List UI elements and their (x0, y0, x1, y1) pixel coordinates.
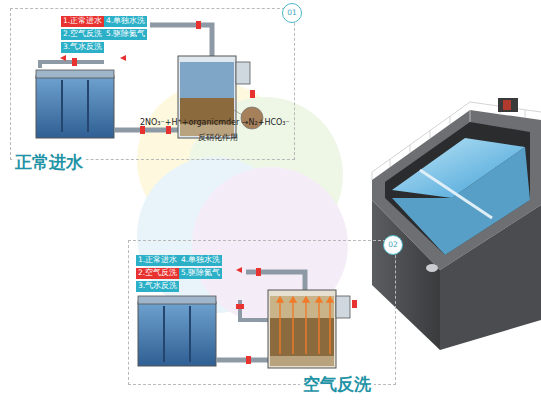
step-tag: 3.气水反洗 (136, 281, 179, 292)
mode-title: 正常进水 (12, 150, 86, 175)
step-label: 5.驱除氮气 (106, 29, 145, 38)
step-tag: 2.空气反洗 (61, 29, 104, 40)
step-label: 2.空气反洗 (63, 29, 102, 38)
panel2-process (138, 267, 357, 368)
step-label: 4.单独水洗 (106, 16, 145, 25)
step-tag: 2.空气反洗 (136, 268, 179, 279)
step-label: 3.气水反洗 (63, 42, 102, 51)
dashed-panel: 011.正常进水4.单独水洗2.空气反洗5.驱除氮气3.气水反洗 (10, 8, 295, 160)
dashed-panel: 021.正常进水4.单独水洗2.空气反洗5.驱除氮气3.气水反洗 (128, 240, 396, 385)
step-tag: 1.正常进水 (136, 255, 179, 266)
step-label: 2.空气反洗 (138, 268, 177, 277)
process-note: 反硝化作用 (198, 132, 238, 143)
formula: 2NO₃⁻+H⁺+organicmder →N₂+HCO₃⁻ (140, 118, 290, 127)
step-label: 1.正常进水 (63, 16, 102, 25)
step-tag: 4.单独水洗 (104, 16, 147, 27)
step-label: 1.正常进水 (138, 255, 177, 264)
step-tag: 5.驱除氮气 (179, 268, 222, 279)
step-tag: 4.单独水洗 (179, 255, 222, 266)
step-tag: 3.气水反洗 (61, 42, 104, 53)
callout-number: 02 (383, 235, 403, 255)
callout-number: 01 (282, 3, 302, 23)
background-circles (137, 82, 348, 323)
mode-title: 空气反洗 (300, 372, 374, 397)
step-label: 3.气水反洗 (138, 281, 177, 290)
tank-3d (372, 98, 541, 350)
step-tag: 5.驱除氮气 (104, 29, 147, 40)
step-label: 5.驱除氮气 (181, 268, 220, 277)
step-tag: 1.正常进水 (61, 16, 104, 27)
step-label: 4.单独水洗 (181, 255, 220, 264)
